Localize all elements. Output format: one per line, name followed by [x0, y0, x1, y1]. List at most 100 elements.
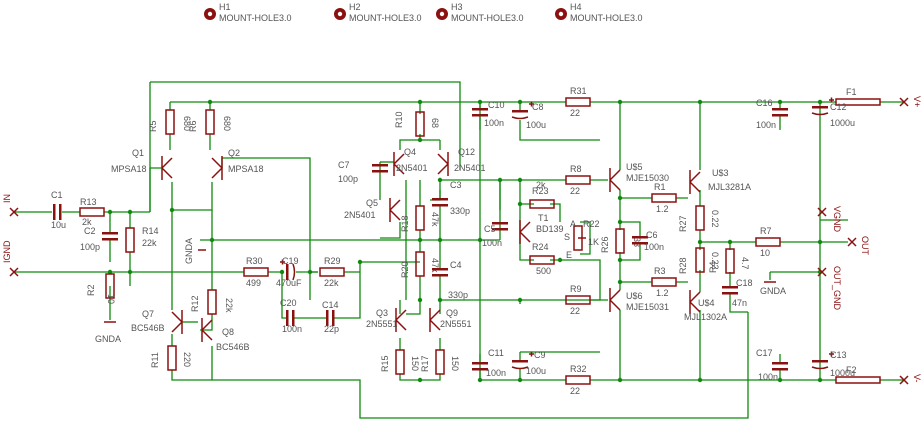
mount-hole-h2[interactable]: H2 MOUNT-HOLE3.0 — [334, 2, 422, 23]
transistor-t1[interactable]: T1 BD139 — [519, 213, 564, 244]
transistor-u5[interactable]: U$5 MJE15030 — [609, 162, 669, 192]
transistor-u6-name: U$6 — [626, 291, 643, 301]
capacitor-c1-value: 10u — [51, 220, 66, 230]
transistor-q2-name: Q2 — [228, 148, 240, 158]
port-vminus[interactable]: V- — [899, 374, 922, 385]
mount-hole-h4[interactable]: H4 MOUNT-HOLE3.0 — [555, 2, 643, 23]
transistor-q3[interactable]: Q3 2N5551 — [366, 308, 407, 332]
capacitor-c16-name: C16 — [756, 98, 773, 108]
resistor-r8-name: R8 — [570, 164, 582, 174]
port-out[interactable]: OUT — [847, 236, 870, 256]
transistor-q12[interactable]: Q12 2N5401 — [437, 147, 486, 176]
port-in[interactable]: IN — [2, 194, 19, 217]
resistor-r3-value: 1.2 — [656, 288, 669, 298]
transistor-q2[interactable]: Q2 MPSA18 — [211, 148, 264, 180]
transistor-q8-name: Q8 — [222, 327, 234, 337]
capacitor-c1-name: C1 — [51, 190, 63, 200]
resistor-r26[interactable]: R2633 — [600, 228, 642, 254]
resistor-r9-value: 22 — [570, 306, 580, 316]
resistor-r10-value: 68 — [430, 118, 440, 128]
fuse-f2[interactable]: F2 — [835, 365, 881, 384]
transistor-u3-value: MJL3281A — [708, 182, 751, 192]
resistor-r13-value: 2k — [82, 217, 92, 227]
capacitor-c5-value: 100n — [482, 238, 502, 248]
transistor-q9[interactable]: Q9 2N5551 — [429, 308, 472, 332]
transistor-u3[interactable]: U$3 MJL3281A — [689, 168, 751, 194]
transistor-q5[interactable]: Q5 2N5401 — [344, 198, 401, 222]
resistor-r7-value: 10 — [760, 248, 770, 258]
mount-hole-h1[interactable]: H1 MOUNT-HOLE3.0 — [204, 2, 292, 23]
transistor-q8[interactable]: Q8 BC546B — [201, 318, 250, 352]
transistor-u6[interactable]: U$6 MJE15031 — [609, 288, 669, 312]
capacitor-c12-value: 1000u — [830, 118, 855, 128]
transistor-q4[interactable]: Q4 2N5401 — [393, 147, 428, 176]
capacitor-c9-value: 100u — [526, 366, 546, 376]
resistor-r31-value: 22 — [570, 108, 580, 118]
mount-hole-h4-name: H4 — [570, 2, 582, 12]
port-vgnd[interactable]: VGND — [817, 206, 842, 233]
resistor-r3[interactable]: R31.2 — [651, 266, 677, 298]
fuse-f1-name: F1 — [846, 87, 857, 97]
port-vplus[interactable]: V+ — [899, 96, 922, 107]
mount-hole-h3[interactable]: H3 MOUNT-HOLE3.0 — [436, 2, 524, 23]
capacitor-c14-value: 22p — [324, 324, 339, 334]
ground-gnda-left: GNDA — [95, 321, 121, 344]
resistor-r1[interactable]: R11.2 — [651, 182, 677, 214]
potentiometer-r22[interactable]: R22 1K A S E — [564, 219, 600, 260]
fuse-f1[interactable]: F1 — [835, 87, 881, 106]
port-ignd[interactable]: IGND — [2, 240, 19, 277]
resistor-r17-name: R17 — [420, 355, 430, 372]
transistor-q7[interactable]: Q7 BC546B — [131, 309, 183, 334]
transistor-u4[interactable]: U$4 MJL1302A — [684, 290, 727, 322]
mount-hole-h4-value: MOUNT-HOLE3.0 — [570, 13, 643, 23]
port-out-gnd[interactable]: OUT_GND — [817, 266, 842, 311]
capacitor-c1[interactable]: C1 10u — [51, 190, 66, 230]
potentiometer-r22-name: R22 — [583, 219, 600, 229]
port-vminus-label: V- — [912, 374, 922, 383]
mount-hole-h1-name: H1 — [219, 2, 231, 12]
transistor-q1[interactable]: Q1 MPSA18 — [111, 148, 173, 180]
